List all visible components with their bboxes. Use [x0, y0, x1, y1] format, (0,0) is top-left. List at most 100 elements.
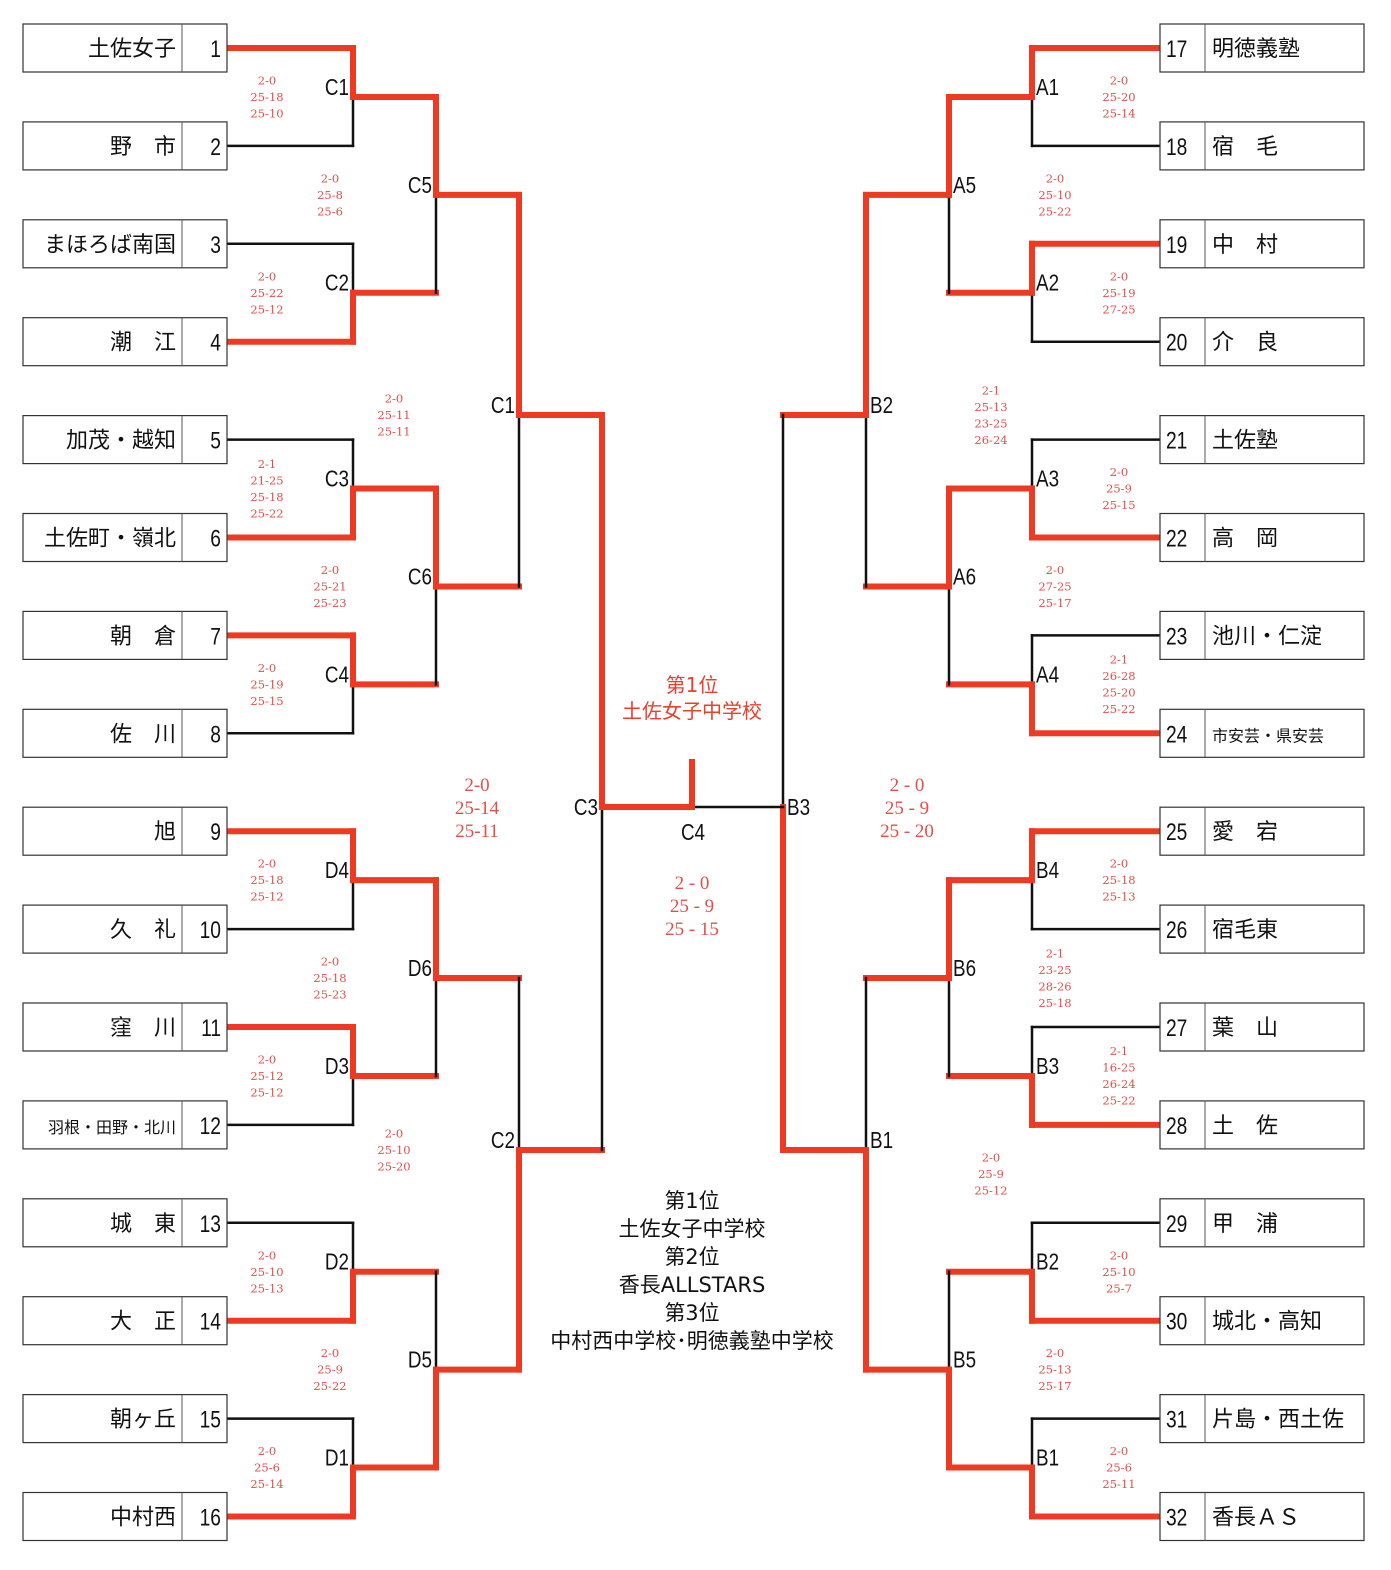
team-box: [1159, 23, 1365, 73]
match-label: C4: [325, 663, 349, 688]
match-label: D6: [408, 956, 432, 981]
team-name: 池川・仁淀: [1212, 624, 1322, 649]
team-name: 佐 川: [110, 722, 176, 747]
match-score: 26-24: [1102, 1077, 1135, 1091]
match-score: 25-13: [1038, 1363, 1071, 1377]
match-score: 26-28: [1102, 669, 1135, 683]
match-label: D5: [408, 1348, 432, 1373]
team-number: 10: [200, 916, 221, 944]
team-entry: 愛 宕25: [1159, 806, 1365, 856]
match-label: D2: [325, 1250, 349, 1275]
team-number: 15: [200, 1406, 221, 1434]
match-label: B6: [953, 956, 976, 981]
team-number: 3: [210, 231, 221, 259]
match-score: 25-11: [377, 408, 410, 422]
match-score: 25-20: [1102, 90, 1135, 104]
match-score: 25-12: [250, 302, 283, 316]
match-score: 2-0: [385, 392, 404, 406]
final-results: 第1位 土佐女子中学校 第2位 香長ALLSTARS 第3位 中村西中学校･明徳…: [550, 1189, 834, 1353]
team-number: 7: [210, 622, 221, 650]
team-name: 窪 川: [110, 1016, 176, 1041]
match-label: A5: [953, 173, 976, 198]
team-entry: 中 村19: [1159, 219, 1365, 269]
match-label: C4: [681, 820, 705, 845]
team-name: 野 市: [110, 135, 176, 160]
match-score: 25-18: [313, 971, 346, 985]
team-entry: 葉 山27: [1159, 1002, 1365, 1052]
match-label: B2: [870, 393, 893, 418]
team-number: 27: [1166, 1014, 1187, 1042]
team-box: [22, 1002, 228, 1052]
match-score: 2-0: [385, 1127, 404, 1141]
match-score: 25-22: [1038, 204, 1071, 218]
team-number: 16: [200, 1503, 221, 1531]
team-number: 13: [200, 1210, 221, 1238]
match-score: 25-11: [377, 425, 410, 439]
match-score: 2-0: [1110, 73, 1129, 87]
team-number: 32: [1166, 1503, 1187, 1531]
match-score: 2-0: [258, 73, 277, 87]
match-label: C6: [408, 565, 432, 590]
champion-banner: 第1位 土佐女子中学校: [622, 673, 762, 723]
match-score: 25-7: [1106, 1281, 1132, 1295]
match-score: 2-0: [1110, 857, 1129, 871]
result-place-1: 第1位: [664, 1189, 719, 1213]
team-box: [1159, 1393, 1365, 1444]
team-number: 5: [210, 427, 221, 455]
match-score: 25-10: [250, 1265, 283, 1279]
match-score: 25-22: [250, 506, 283, 520]
team-box: [1159, 415, 1365, 465]
match-score: 2-1: [982, 383, 1001, 397]
match-score: 25-9: [978, 1167, 1004, 1181]
team-box: [1159, 512, 1365, 563]
match-score: 25-19: [1102, 286, 1135, 300]
team-box: [22, 23, 228, 73]
team-box: [22, 610, 228, 661]
team-name: 羽根・田野・北川: [48, 1118, 176, 1137]
match-score: 25-22: [1102, 702, 1135, 716]
team-entry: 羽根・田野・北川 12: [22, 1100, 228, 1150]
match-score: 2 - 0: [890, 775, 925, 796]
team-name: 中村西: [110, 1506, 176, 1531]
match-score: 25-15: [1102, 498, 1135, 512]
team-box: [1159, 610, 1365, 661]
team-number: 9: [210, 818, 221, 846]
champion-team: 土佐女子中学校: [622, 699, 762, 723]
match-score: 25-18: [1038, 996, 1071, 1010]
team-number: 24: [1166, 720, 1187, 748]
team-box: [1159, 1491, 1365, 1542]
match-score: 25-12: [974, 1184, 1007, 1198]
team-number: 20: [1166, 329, 1187, 357]
team-number: 12: [200, 1112, 221, 1140]
match-score: 25-10: [250, 106, 283, 120]
match-label: B2: [1036, 1250, 1059, 1275]
match-label: A3: [1036, 467, 1059, 492]
match-score: 2-0: [258, 857, 277, 871]
match-label: B1: [870, 1128, 893, 1153]
team-name: 土 佐: [1212, 1114, 1278, 1139]
team-name: 宿 毛: [1212, 135, 1278, 160]
match-score: 25-20: [1102, 686, 1135, 700]
match-score: 2-0: [258, 1248, 277, 1262]
result-place-2: 第2位: [664, 1245, 719, 1269]
team-box: [22, 317, 228, 367]
team-number: 4: [210, 329, 221, 357]
match-score: 2-0: [1110, 1444, 1129, 1458]
match-label: C3: [574, 795, 598, 820]
team-name: 明徳義塾: [1212, 37, 1300, 62]
team-box: [1159, 219, 1365, 269]
match-label: A1: [1036, 75, 1059, 100]
match-score: 25-12: [250, 1085, 283, 1099]
team-number: 26: [1166, 916, 1187, 944]
team-number: 11: [201, 1014, 221, 1042]
